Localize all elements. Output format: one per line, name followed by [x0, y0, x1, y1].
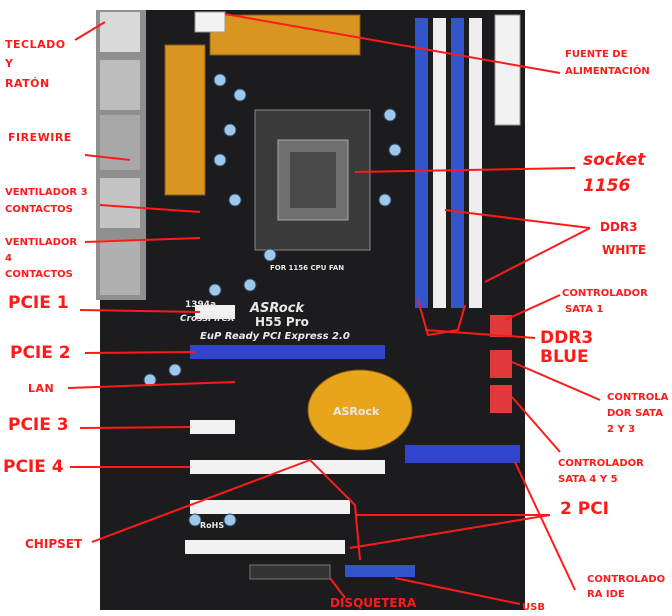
- motherboard-image: 1394a CrossFireX ASRock H55 Pro EuP Read…: [96, 10, 525, 610]
- pci-slot-2: [185, 540, 345, 554]
- svg-text:1394a: 1394a: [185, 300, 216, 310]
- label-controlador-ide: CONTROLADO: [587, 574, 665, 585]
- vrm-heatsink-left: [164, 44, 206, 196]
- label-disquetera: DISQUETERA: [330, 596, 417, 610]
- label-ddr3-blue: DDR3: [540, 328, 593, 348]
- label-controlador-sata-2-3: CONTROLA: [607, 392, 669, 403]
- sata-connector-1: [490, 315, 512, 337]
- label-ventilador-4: VENTILADOR: [5, 237, 77, 248]
- label-teclado-y-raton: TECLADO: [5, 38, 66, 51]
- chipset-heatsink: [307, 369, 413, 451]
- label-pcie-2: PCIE 2: [10, 343, 71, 363]
- label-controlador-sata-1-line2: SATA 1: [565, 304, 603, 315]
- svg-text:H55 Pro: H55 Pro: [255, 315, 309, 329]
- label-chipset: CHIPSET: [25, 537, 83, 551]
- dimm-slot-blue-2: [451, 18, 464, 308]
- pcie-x1-slot-1: [195, 305, 235, 319]
- capacitors: [143, 73, 402, 527]
- svg-text:EuP Ready PCI Express 2.0: EuP Ready PCI Express 2.0: [200, 331, 350, 342]
- pcie-x4-slot: [190, 460, 385, 474]
- svg-text:ASRock: ASRock: [333, 405, 380, 418]
- label-controlador-sata-4-5-line2: SATA 4 Y 5: [558, 474, 618, 485]
- dimm-slot-blue-1: [415, 18, 428, 308]
- label-fuente-line2: ALIMENTACIÓN: [565, 64, 650, 77]
- pointer-lines: [67, 13, 601, 605]
- label-ddr3-blue-line2: BLUE: [540, 347, 589, 367]
- pcie-x1-slot-2: [190, 420, 235, 434]
- label-controlador-ide-line2: RA IDE: [587, 589, 625, 600]
- dimm-slot-white-2: [469, 18, 482, 308]
- label-pcie-1: PCIE 1: [8, 293, 69, 313]
- svg-text:CrossFireX: CrossFireX: [180, 314, 236, 324]
- label-ventilador-4-line2: 4: [5, 253, 12, 264]
- label-firewire: FIREWIRE: [8, 131, 72, 144]
- label-socket-line2: 1156: [583, 176, 630, 196]
- label-controlador-sata-1: CONTROLADOR: [562, 288, 648, 299]
- label-socket: socket: [583, 150, 646, 170]
- usb-header: [345, 565, 415, 577]
- vrm-heatsink-top: [209, 14, 361, 56]
- label-controlador-sata-2-3-line2: DOR SATA: [607, 408, 663, 419]
- label-pcie-4: PCIE 4: [3, 457, 64, 477]
- svg-text:FOR 1156 CPU FAN: FOR 1156 CPU FAN: [270, 264, 344, 272]
- cpu-socket: [254, 109, 371, 251]
- sata-connector-2-3: [490, 350, 512, 378]
- ide-connector: [405, 445, 520, 463]
- svg-text:RoHS: RoHS: [200, 521, 224, 530]
- label-2-pci: 2 PCI: [560, 499, 609, 519]
- label-ventilador-3-line2: CONTACTOS: [5, 204, 73, 215]
- sata-connector-4-5: [490, 385, 512, 413]
- annotation-labels: TECLADO Y RATÓN FIREWIRE VENTILADOR 3 CO…: [3, 38, 669, 613]
- label-lan: LAN: [28, 382, 54, 395]
- ps2-ports: [100, 12, 140, 52]
- label-pcie-3: PCIE 3: [8, 415, 69, 435]
- label-ventilador-3: VENTILADOR 3: [5, 187, 88, 198]
- label-ventilador-4-line3: CONTACTOS: [5, 269, 73, 280]
- label-usb: USB: [522, 602, 545, 613]
- label-fuente: FUENTE DE: [565, 49, 628, 60]
- label-controlador-sata-2-3-line3: 2 Y 3: [607, 424, 635, 435]
- pci-slot-1: [190, 500, 350, 514]
- label-teclado-y-raton-line3: RATÓN: [5, 77, 50, 90]
- svg-text:ASRock: ASRock: [249, 301, 305, 316]
- floppy-connector: [249, 564, 331, 580]
- label-controlador-sata-4-5: CONTROLADOR: [558, 458, 644, 469]
- label-ddr3-white-line2: WHITE: [602, 243, 646, 257]
- atx-power-connector: [494, 14, 521, 126]
- dimm-slot-white-1: [433, 18, 446, 308]
- label-teclado-y-raton-line2: Y: [4, 57, 14, 70]
- label-ddr3-white: DDR3: [600, 220, 638, 234]
- pcie-x16-slot: [190, 345, 385, 359]
